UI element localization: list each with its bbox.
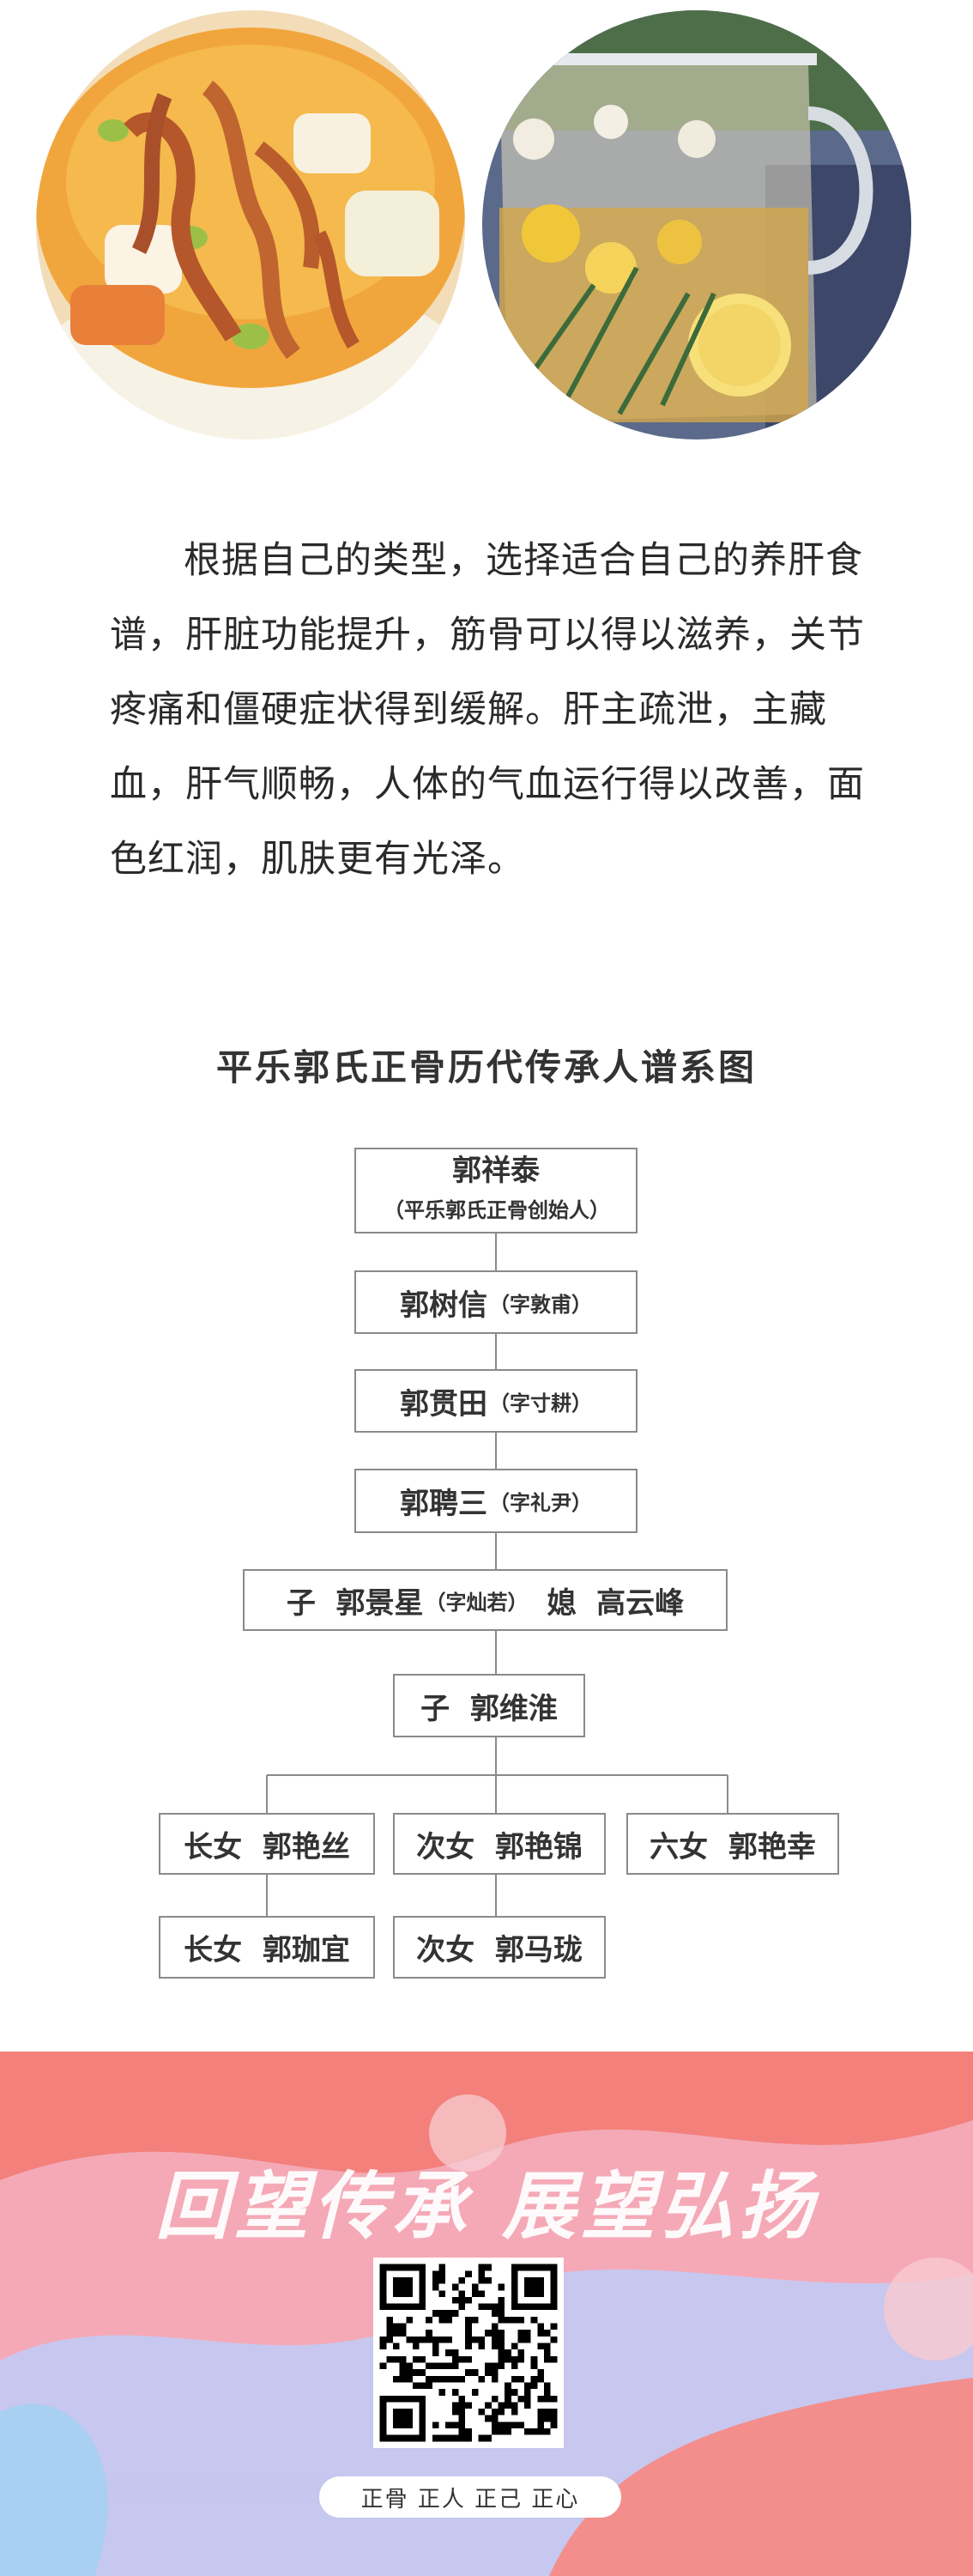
lineage-node-gen8-1: 长女 郭珈宜 (159, 1916, 375, 1979)
gen2-note: （字敦甫） (489, 1291, 592, 1317)
gen2-name: 郭树信 (400, 1288, 487, 1323)
tea-photo (482, 10, 911, 439)
lineage-title: 平乐郭氏正骨历代传承人谱系图 (215, 1046, 757, 1088)
qr-code-image (373, 2258, 564, 2448)
lineage-node-gen4: 郭聘三（字礼尹） (354, 1469, 638, 1533)
gen6-name: 子 郭维淮 (420, 1691, 558, 1726)
body-paragraph: 根据自己的类型，选择适合自己的养肝食谱，肝脏功能提升，筋骨可以得以滋养，关节疼痛… (110, 539, 865, 881)
gen5-note: （字灿若） (425, 1589, 529, 1615)
lineage-node-gen7-2: 次女 郭艳锦 (393, 1813, 606, 1875)
founder-name: 郭祥泰 (452, 1154, 540, 1188)
lineage-node-gen7-1: 长女 郭艳丝 (159, 1813, 375, 1875)
gen8-2-label: 次女 郭马珑 (416, 1933, 583, 1967)
lineage-node-founder: 郭祥泰 （平乐郭氏正骨创始人） (354, 1148, 638, 1233)
footer-banner: 回望传承 展望弘扬 正骨 正人 正己 正心 (0, 2052, 973, 2576)
gen5-spouse: 媳 高云峰 (547, 1585, 685, 1621)
lineage-node-gen7-3: 六女 郭艳幸 (626, 1813, 839, 1875)
soup-photo (36, 10, 465, 439)
lineage-node-gen6: 子 郭维淮 (393, 1674, 585, 1737)
gen5-son: 子 郭景星 (286, 1585, 424, 1621)
gen7-3-label: 六女 郭艳幸 (650, 1829, 816, 1864)
qr-code[interactable] (373, 2258, 564, 2448)
soup-image (36, 10, 465, 439)
lineage-node-gen5: 子 郭景星（字灿若） 媳 高云峰 (243, 1569, 728, 1631)
footer-slogan: 回望传承 展望弘扬 (155, 2163, 818, 2250)
gen7-2-label: 次女 郭艳锦 (416, 1829, 583, 1864)
lineage-node-gen2: 郭树信（字敦甫） (354, 1270, 638, 1334)
gen3-note: （字寸耕） (489, 1390, 592, 1415)
lineage-node-gen8-2: 次女 郭马珑 (393, 1916, 606, 1979)
motto-text: 正骨 正人 正己 正心 (360, 2486, 580, 2512)
lineage-node-gen3: 郭贯田（字寸耕） (354, 1369, 638, 1433)
gen4-note: （字礼尹） (489, 1490, 592, 1515)
founder-note: （平乐郭氏正骨创始人） (384, 1197, 610, 1222)
gen3-name: 郭贯田 (400, 1386, 487, 1421)
gen7-1-label: 长女 郭艳丝 (184, 1829, 350, 1864)
motto-pill: 正骨 正人 正己 正心 (319, 2476, 621, 2518)
gen4-name: 郭聘三 (400, 1487, 487, 1521)
tea-image (482, 10, 911, 439)
gen8-1-label: 长女 郭珈宜 (184, 1933, 350, 1967)
